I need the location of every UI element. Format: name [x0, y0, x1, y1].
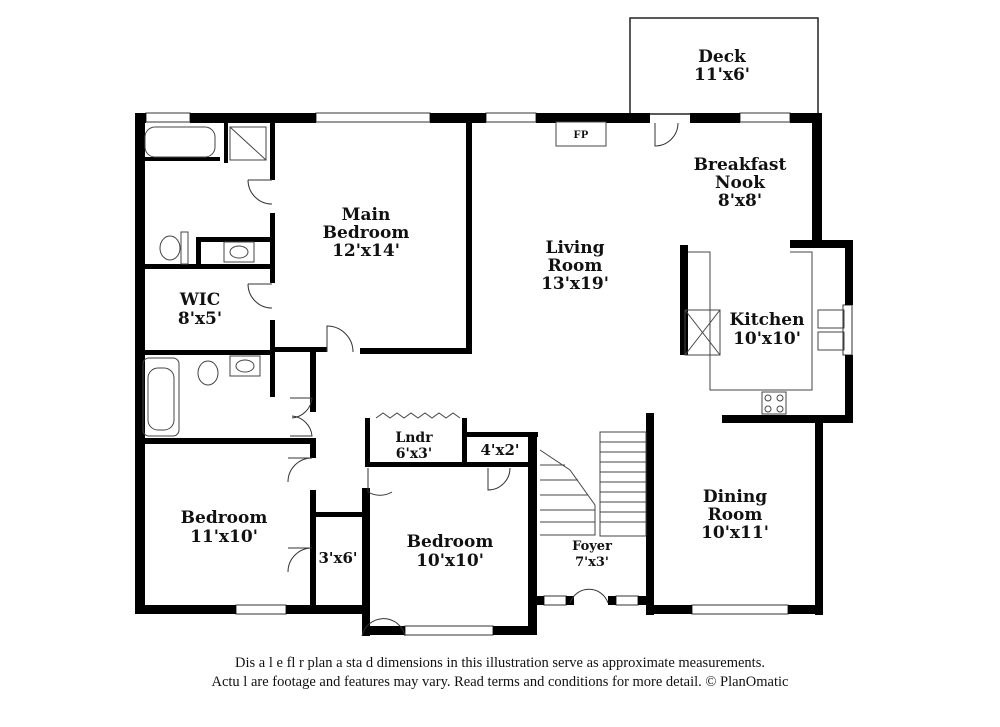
living-room-dims: 13'x19' — [541, 274, 609, 294]
disclaimer: Dis a l e fl r plan a sta d dimensions i… — [0, 654, 1000, 692]
wic-name: WIC — [179, 290, 221, 310]
dining-room-name-1: Dining — [703, 487, 767, 507]
living-room-name-2: Room — [548, 256, 603, 276]
bedroom-left-dims: 11'x10' — [190, 527, 258, 547]
bedroom-left-name: Bedroom — [181, 508, 268, 528]
wic-dims: 8'x5' — [178, 309, 222, 329]
foyer-name: Foyer — [572, 539, 612, 554]
breakfast-name-1: Breakfast — [694, 155, 787, 175]
main-bedroom-dims: 12'x14' — [332, 241, 400, 261]
living-room-name-1: Living — [546, 238, 605, 258]
deck-name: Deck — [698, 47, 747, 67]
laundry-dims: 6'x3' — [396, 446, 432, 462]
left-closet-dims: 3'x6' — [318, 549, 357, 567]
deck-dims: 11'x6' — [694, 65, 750, 85]
main-bedroom-name-2: Bedroom — [323, 223, 410, 243]
breakfast-name-2: Nook — [715, 173, 766, 193]
disclaimer-line-2: Actu l are footage and features may vary… — [211, 674, 789, 690]
foyer-dims: 7'x3' — [575, 555, 609, 570]
laundry-name: Lndr — [395, 430, 433, 446]
dining-room-name-2: Room — [708, 505, 763, 525]
disclaimer-line-1: Dis a l e fl r plan a sta d dimensions i… — [235, 655, 765, 671]
main-bedroom-name-1: Main — [342, 205, 391, 225]
bedroom-mid-dims: 10'x10' — [416, 551, 484, 571]
fireplace-label: FP — [574, 127, 589, 141]
fixtures — [142, 121, 845, 537]
breakfast-dims: 8'x8' — [718, 191, 762, 211]
room-labels: Deck 11'x6' FP Breakfast Nook 8'x8' Main… — [178, 47, 805, 571]
kitchen-name: Kitchen — [730, 310, 805, 330]
dining-room-dims: 10'x11' — [701, 523, 769, 543]
kitchen-dims: 10'x10' — [733, 329, 801, 349]
doors — [247, 122, 679, 637]
bedroom-mid-name: Bedroom — [407, 532, 494, 552]
walls — [135, 113, 853, 636]
hall-closet-dims: 4'x2' — [480, 441, 519, 459]
